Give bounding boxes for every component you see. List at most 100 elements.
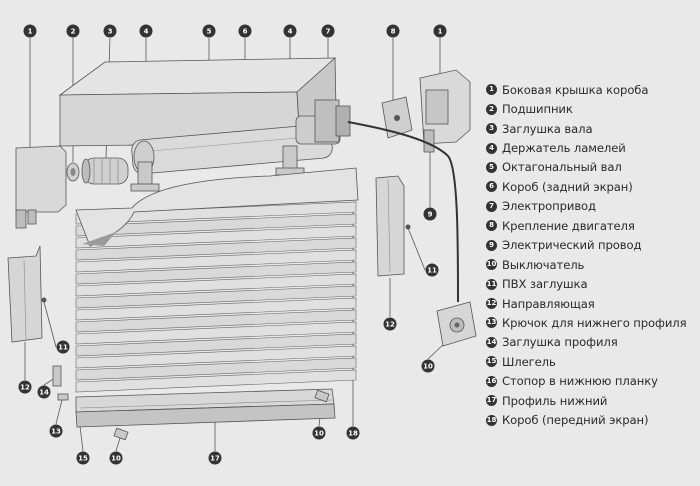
electric-motor	[295, 99, 351, 145]
shaft-end-cap	[81, 157, 129, 185]
svg-text:1: 1	[28, 28, 33, 36]
bottom-profile-hook	[57, 393, 69, 401]
callout-7: 7	[321, 24, 335, 38]
slat	[75, 297, 357, 321]
leader-line	[115, 437, 121, 452]
callout-11: 11	[56, 340, 70, 354]
callout-3: 3	[103, 24, 117, 38]
slat	[75, 369, 357, 393]
callout-17: 17	[208, 451, 222, 465]
svg-text:4: 4	[144, 28, 149, 36]
motor-bracket	[381, 96, 413, 139]
svg-text:8: 8	[391, 28, 396, 36]
slat	[75, 321, 357, 345]
slat	[75, 285, 357, 309]
slat-holders	[130, 145, 305, 192]
callout-markers: 1 2 3 4 5 6 4 7 8 1 9 11 12 10 11 12 14 …	[18, 24, 447, 465]
svg-text:10: 10	[314, 430, 324, 438]
callout-18: 18	[346, 426, 360, 440]
svg-text:10: 10	[111, 455, 121, 463]
svg-text:6: 6	[243, 28, 248, 36]
svg-text:2: 2	[71, 28, 76, 36]
slat	[75, 249, 357, 273]
slat	[75, 357, 357, 381]
callout-2: 2	[66, 24, 80, 38]
electric-wire	[347, 121, 459, 303]
callout-8: 8	[386, 24, 400, 38]
leader-line	[79, 425, 84, 452]
side-cover-right	[419, 69, 471, 153]
svg-text:11: 11	[58, 344, 68, 352]
guide-rail-left	[7, 245, 43, 343]
callout-1: 1	[433, 24, 447, 38]
slat	[75, 273, 357, 297]
slat-curtain	[75, 201, 357, 393]
callout-4: 4	[283, 24, 297, 38]
callout-13: 13	[49, 424, 63, 438]
slat	[75, 309, 357, 333]
slat	[75, 213, 357, 237]
slat	[75, 333, 357, 357]
callout-10: 10	[312, 426, 326, 440]
callout-12: 12	[18, 380, 32, 394]
callout-12: 12	[383, 317, 397, 331]
svg-text:14: 14	[39, 389, 49, 397]
bottom-profile	[75, 388, 336, 428]
svg-text:12: 12	[385, 321, 395, 329]
svg-text:7: 7	[326, 28, 331, 36]
leader-line	[43, 301, 57, 348]
leader-line	[55, 399, 63, 425]
svg-text:4: 4	[288, 28, 293, 36]
svg-text:11: 11	[427, 267, 437, 275]
svg-text:1: 1	[438, 28, 443, 36]
svg-text:10: 10	[423, 363, 433, 371]
callout-4: 4	[139, 24, 153, 38]
callout-9: 9	[423, 207, 437, 221]
svg-text:15: 15	[78, 455, 88, 463]
front-box-screen	[75, 167, 359, 247]
svg-text:3: 3	[108, 28, 113, 36]
slat	[75, 345, 357, 369]
slat	[75, 201, 357, 225]
guide-rail-right	[375, 175, 405, 277]
svg-text:12: 12	[20, 384, 30, 392]
callout-6: 6	[238, 24, 252, 38]
leader-line	[407, 227, 426, 271]
slat	[75, 237, 357, 261]
bottom-stoppers	[113, 389, 330, 441]
callout-15: 15	[76, 451, 90, 465]
slat	[75, 261, 357, 285]
svg-text:5: 5	[207, 28, 212, 36]
slat	[75, 225, 357, 249]
profile-plug	[52, 365, 62, 387]
callout-5: 5	[202, 24, 216, 38]
callout-1: 1	[23, 24, 37, 38]
callout-14: 14	[37, 385, 51, 399]
svg-text:17: 17	[210, 455, 220, 463]
callout-10: 10	[109, 451, 123, 465]
svg-text:9: 9	[428, 211, 433, 219]
side-cover-left	[15, 145, 67, 229]
bearing	[66, 162, 80, 182]
wall-switch	[436, 301, 477, 347]
